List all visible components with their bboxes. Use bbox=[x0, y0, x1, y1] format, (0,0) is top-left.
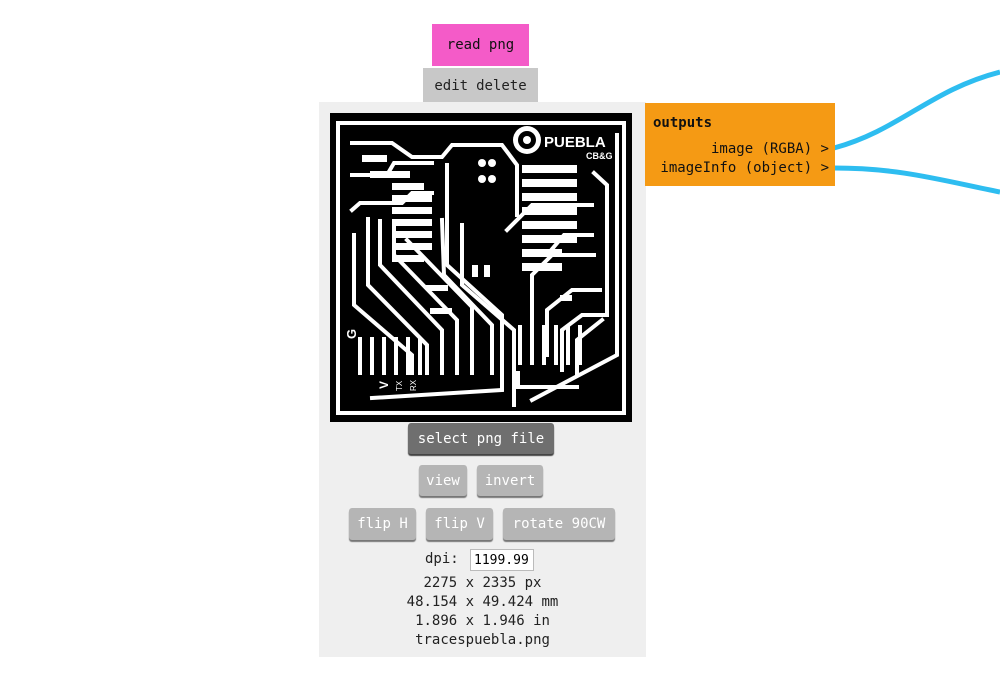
flip-v-button[interactable]: flip V bbox=[426, 508, 493, 540]
delete-button[interactable]: delete bbox=[476, 78, 527, 94]
edit-button[interactable]: edit bbox=[434, 78, 469, 94]
outputs-title: outputs bbox=[653, 115, 713, 131]
dpi-input[interactable] bbox=[470, 549, 534, 571]
dpi-label: dpi: bbox=[425, 551, 459, 567]
pcb-logo-text: PUEBLA bbox=[544, 134, 606, 151]
invert-button[interactable]: invert bbox=[477, 465, 543, 496]
pixel-size-text: 2275 x 2335 px bbox=[423, 575, 542, 591]
pcb-logo-subtext: CB&G bbox=[586, 151, 613, 161]
wire-image bbox=[833, 69, 1000, 151]
view-button[interactable]: view bbox=[419, 465, 467, 496]
pcb-traces-image: PUEBLA CB&G G V TX RX bbox=[332, 115, 630, 420]
pcb-image-preview: PUEBLA CB&G G V TX RX bbox=[330, 113, 632, 422]
pcb-label-v: V bbox=[377, 381, 391, 389]
select-png-file-button[interactable]: select png file bbox=[408, 423, 554, 454]
mm-size-text: 48.154 x 49.424 mm bbox=[406, 594, 559, 610]
output-image-rgba[interactable]: image (RGBA) > bbox=[710, 141, 829, 157]
edit-delete-bar: edit delete bbox=[423, 68, 538, 104]
pcb-label-tx: TX bbox=[395, 380, 404, 391]
inch-size-text: 1.896 x 1.946 in bbox=[415, 613, 550, 629]
pcb-label-rx: RX bbox=[409, 379, 418, 391]
pcb-label-g: G bbox=[344, 329, 359, 339]
flip-h-button[interactable]: flip H bbox=[349, 508, 416, 540]
wire-imageinfo bbox=[833, 165, 1000, 195]
filename-text: tracespuebla.png bbox=[415, 632, 550, 648]
module-title-button[interactable]: read png bbox=[432, 24, 529, 66]
output-imageinfo-object[interactable]: imageInfo (object) > bbox=[660, 160, 829, 176]
outputs-panel: outputs image (RGBA) > imageInfo (object… bbox=[645, 103, 835, 186]
rotate-90cw-button[interactable]: rotate 90CW bbox=[503, 508, 615, 540]
